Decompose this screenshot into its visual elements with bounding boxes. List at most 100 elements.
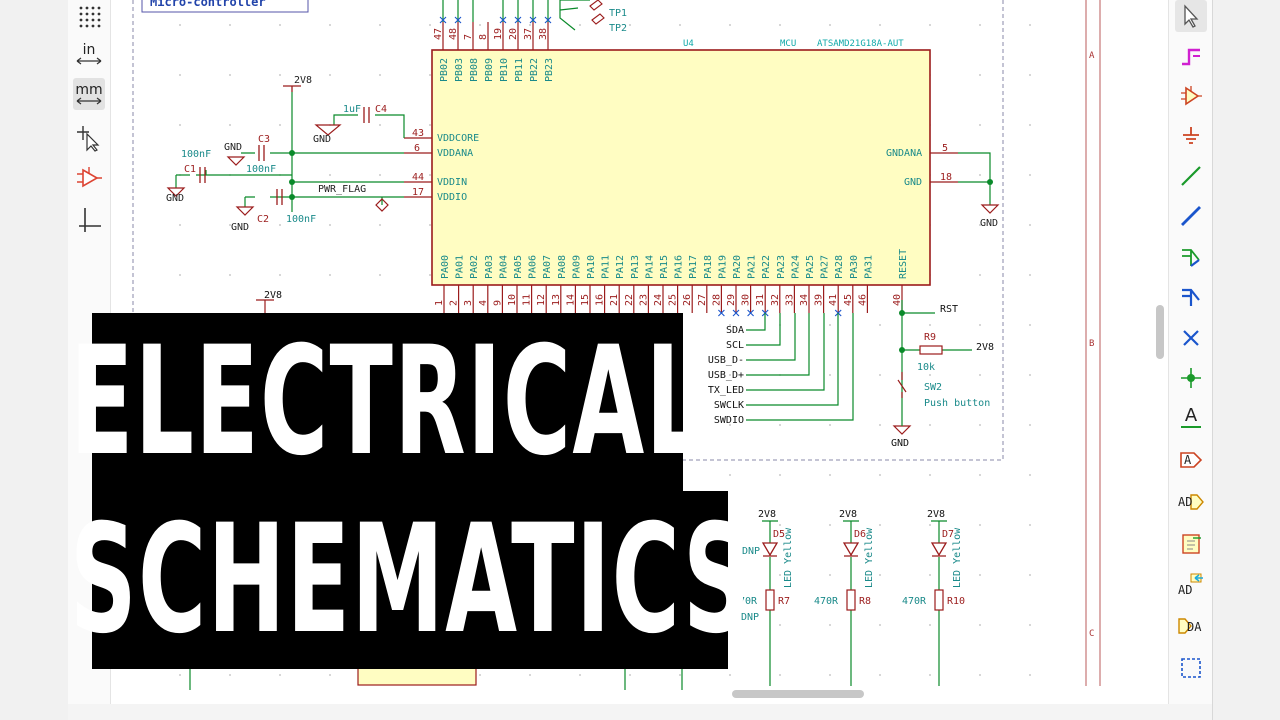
mcu-bottom-pin-number: 10 <box>507 294 518 306</box>
no-connect-mark <box>732 309 740 317</box>
add-graphic-rect-button[interactable] <box>1175 652 1207 684</box>
no-connect-mark <box>718 309 725 317</box>
mcu-bottom-pin-number: 1 <box>434 300 445 306</box>
pin-name-vddana: VDDANA <box>437 148 473 159</box>
mcu-bottom-pin-number: 4 <box>478 300 489 306</box>
add-bus-button[interactable] <box>1175 200 1207 232</box>
pin-num-gnd: 18 <box>940 172 952 183</box>
led-value: LED Yellow <box>864 527 875 588</box>
section-title: Micro-controller <box>150 0 266 9</box>
led-ref: D7 <box>942 529 954 540</box>
add-label-button[interactable]: A <box>1175 402 1207 434</box>
schematic-drawing[interactable]: A B C Micro-controller U4 MCU ATSAMD21G1… <box>111 0 1168 704</box>
mcu-bottom-pin-number: 33 <box>784 294 795 306</box>
add-wire-button[interactable] <box>1175 160 1207 192</box>
mcu-bottom-pin-name: PA08 <box>557 255 568 279</box>
mcu-bottom-pin-number: 32 <box>770 294 781 306</box>
mcu-bottom-pin-number: 3 <box>463 300 474 306</box>
lower-wires <box>189 665 683 690</box>
mcu-bottom-pin-name: PA25 <box>805 255 816 279</box>
pin-name-gnd: GND <box>904 177 922 188</box>
grid-toggle-button[interactable] <box>73 0 105 32</box>
border-row-a: A <box>1089 51 1095 61</box>
mcu-top-pin-name: PB22 <box>529 58 540 82</box>
led-resistor-symbol <box>846 589 856 611</box>
led-ref: D6 <box>854 529 866 540</box>
select-tool-button[interactable] <box>1175 0 1207 32</box>
crosshair-cursor-icon <box>77 126 100 152</box>
show-pins-button[interactable] <box>73 162 105 194</box>
no-connect-button[interactable] <box>1175 322 1207 354</box>
symbol-icon <box>1181 86 1202 106</box>
led-resistor-value: 470R <box>733 596 758 607</box>
sw2-switch <box>897 372 907 398</box>
no-connect-mark <box>544 16 552 24</box>
led-diode-symbol <box>930 542 948 557</box>
highlight-net-button[interactable] <box>1175 40 1207 72</box>
led-resistor-ref: R10 <box>947 596 965 607</box>
mcu-bottom-pin-number: 2 <box>449 300 460 306</box>
sw2-value: Push button <box>924 398 990 409</box>
net-label: USB_D- <box>708 355 744 366</box>
r9-2v8-label: 2V8 <box>976 342 994 353</box>
add-junction-button[interactable] <box>1175 362 1207 394</box>
mcu-bottom-pin-number: 16 <box>595 294 606 306</box>
pin-name-vddin: VDDIN <box>437 177 467 188</box>
led-resistor-ref: R7 <box>778 596 790 607</box>
mcu-group: MCU <box>780 39 796 49</box>
led-resistor-ref: R8 <box>859 596 871 607</box>
mcu-top-pin-name: PB03 <box>454 58 465 82</box>
net-label: SDA <box>726 325 744 336</box>
bus-to-bus-button[interactable] <box>1175 280 1207 312</box>
led-value: LED Yellow <box>783 527 794 588</box>
import-sheet-pin-button[interactable]: AD <box>1175 568 1207 600</box>
horizontal-scrollbar[interactable] <box>732 690 864 698</box>
units-mm-button[interactable]: mm <box>73 78 105 110</box>
mcu-bottom-pin-name: PA23 <box>776 255 787 279</box>
global-label-letter: A <box>1184 453 1192 467</box>
hierarchical-label-icon: AD <box>1178 494 1204 510</box>
led-resistor-value: 470R <box>902 596 927 607</box>
mcu-top-pin-name: PB11 <box>514 58 525 82</box>
pin-num-vddin: 44 <box>412 172 424 183</box>
global-label-icon: A <box>1180 452 1203 468</box>
mcu-top-pin-number: 37 <box>523 28 534 40</box>
mcu-bottom-pin-name: PA28 <box>834 255 845 279</box>
net-label-wires <box>746 313 854 421</box>
tp1-label: TP1 <box>609 8 627 19</box>
add-sheet-pin-button[interactable]: DA <box>1175 610 1207 642</box>
add-symbol-button[interactable] <box>1175 80 1207 112</box>
cursor-shape-button[interactable] <box>73 122 105 154</box>
pwr-flag-label: PWR_FLAG <box>318 184 366 195</box>
mcu-body[interactable] <box>431 49 931 286</box>
mcu-bottom-pin-name: PA19 <box>717 255 728 279</box>
junction-icon <box>1181 368 1201 388</box>
import-pin-letters: DA <box>1187 620 1202 634</box>
orthogonal-wire-button[interactable] <box>73 204 105 236</box>
mcu-bottom-pin-number: 39 <box>814 294 825 306</box>
mcu-top-pin-number: 8 <box>478 34 489 40</box>
vertical-scrollbar[interactable] <box>1156 305 1164 359</box>
add-sheet-button[interactable] <box>1175 528 1207 560</box>
mcu-bottom-pin-number: 25 <box>668 294 679 306</box>
wire-to-bus-button[interactable] <box>1175 240 1207 272</box>
mcu-bottom-pin-name: PA14 <box>644 255 655 279</box>
add-global-label-button[interactable]: A <box>1175 444 1207 476</box>
add-power-button[interactable] <box>1175 120 1207 152</box>
mcu-bottom-pin-name: PA03 <box>484 255 495 279</box>
arrow-pointer-icon <box>1184 4 1199 28</box>
add-hier-label-button[interactable]: AD <box>1175 486 1207 518</box>
units-inches-button[interactable]: in <box>73 38 105 70</box>
mcu-top-pin-number: 19 <box>493 28 504 40</box>
pwr-flag-symbol <box>375 198 389 212</box>
dashed-rectangle-icon <box>1181 658 1201 678</box>
mcu-bottom-pin-name: PA01 <box>455 255 466 279</box>
border-row-b: B <box>1089 339 1094 349</box>
power-2v8-label-lower: 2V8 <box>264 290 282 301</box>
sheet-pin-icon: AD <box>1178 573 1203 597</box>
no-connect-mark <box>514 16 522 24</box>
mcu-bottom-pin-name: PA31 <box>863 255 874 279</box>
mcu-bottom-pin-number: 46 <box>857 294 868 306</box>
mcu-bottom-pin-name: PA20 <box>732 255 743 279</box>
mcu-bottom-pin-number: 40 <box>892 294 903 306</box>
